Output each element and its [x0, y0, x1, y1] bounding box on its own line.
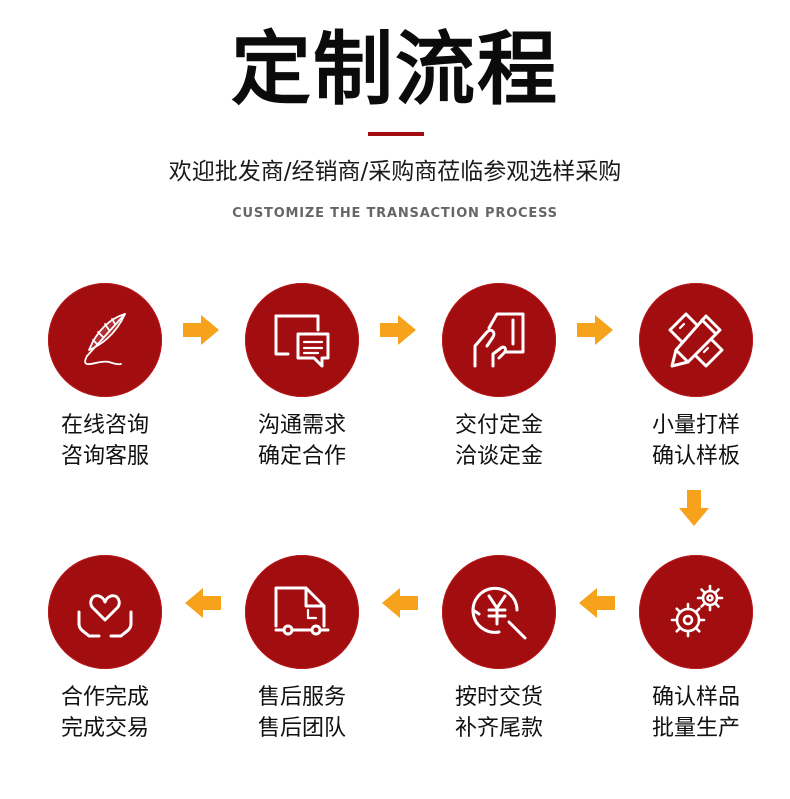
arrow-left-icon: [183, 585, 223, 621]
step-circle: [639, 555, 753, 669]
title-underline: [368, 132, 424, 136]
arrow-left-icon: [577, 585, 617, 621]
step-label-primary: 在线咨询: [60, 413, 149, 438]
yen-search-icon: [471, 586, 527, 640]
step-label-primary: 按时交货: [454, 685, 543, 710]
page-subtitle: 欢迎批发商/经销商/采购商莅临参观选样采购: [168, 159, 622, 185]
step-label-primary: 合作完成: [60, 685, 149, 710]
heart-hands-icon: [77, 594, 133, 638]
step-circle: [48, 555, 162, 669]
step-circle: [442, 283, 556, 397]
step-label-primary: 售后服务: [257, 685, 346, 710]
step-label-primary: 交付定金: [454, 413, 543, 438]
page-subtitle-english: CUSTOMIZE THE TRANSACTION PROCESS: [232, 206, 558, 221]
gears-icon: [670, 584, 724, 638]
delivery-truck-icon: [274, 586, 330, 636]
arrow-down-icon: [676, 488, 712, 528]
step-label-primary: 沟通需求: [257, 413, 346, 438]
step-label-secondary: 售后团队: [257, 716, 346, 741]
quill-pen-icon: [84, 313, 126, 366]
arrow-right-icon: [575, 312, 615, 348]
step-label-secondary: 洽谈定金: [454, 444, 543, 469]
step-circle: [48, 283, 162, 397]
step-circle: [245, 555, 359, 669]
card-payment-icon: [473, 312, 525, 368]
step-label-secondary: 确认样板: [651, 444, 740, 469]
step-label-primary: 小量打样: [651, 413, 740, 438]
step-label-secondary: 批量生产: [651, 716, 740, 741]
step-label-secondary: 确定合作: [257, 444, 346, 469]
arrow-right-icon: [378, 312, 418, 348]
step-label-secondary: 完成交易: [60, 716, 149, 741]
step-circle: [442, 555, 556, 669]
arrow-left-icon: [380, 585, 420, 621]
step-label-primary: 确认样品: [651, 685, 740, 710]
step-circle: [245, 283, 359, 397]
step-label-secondary: 补齐尾款: [454, 716, 543, 741]
step-circle: [639, 283, 753, 397]
page-title: 定制流程: [231, 23, 559, 116]
ruler-pencil-icon: [668, 312, 724, 368]
arrow-right-icon: [181, 312, 221, 348]
step-label-secondary: 咨询客服: [60, 444, 149, 469]
chat-bubbles-icon: [274, 314, 330, 368]
